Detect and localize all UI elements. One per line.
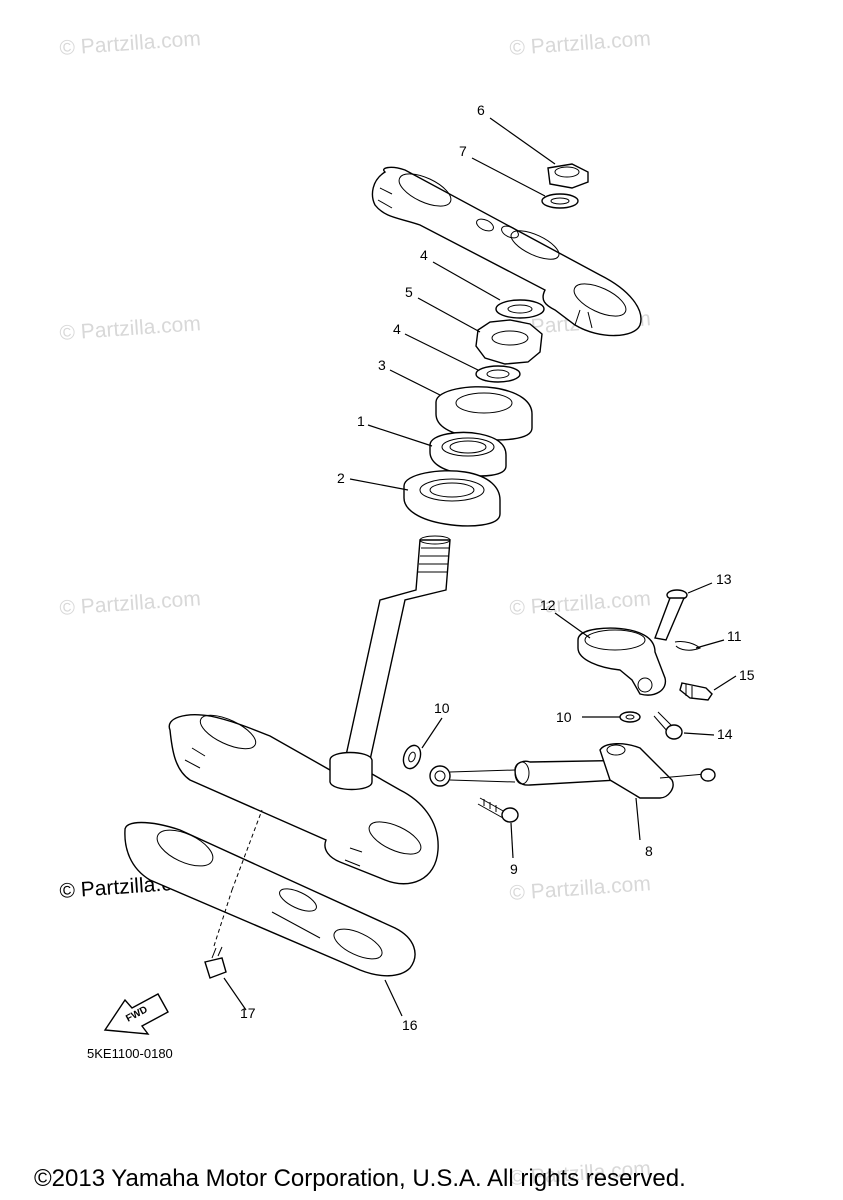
plate-16 <box>124 821 416 977</box>
callout-9: 9 <box>510 861 518 877</box>
callout-2: 2 <box>337 470 345 486</box>
bearing-1 <box>429 431 507 477</box>
callout-13: 13 <box>716 571 732 587</box>
bearing-2 <box>403 470 501 527</box>
callout-15: 15 <box>739 667 755 683</box>
washer-10-left <box>402 744 422 770</box>
callout-7: 7 <box>459 143 467 159</box>
callout-17: 17 <box>240 1005 256 1021</box>
watermark-text: © Partzilla.com <box>509 587 652 620</box>
pin-13 <box>654 589 688 641</box>
watermark-text: © Partzilla.com <box>59 587 202 620</box>
washer-4-lower <box>475 365 521 383</box>
washer-7 <box>541 193 579 209</box>
washer-4-upper <box>495 299 545 319</box>
under-bracket <box>168 714 439 885</box>
watermark-text: © Partzilla.com <box>509 27 652 60</box>
callout-12: 12 <box>540 597 556 613</box>
copyright-notice: ©2013 Yamaha Motor Corporation, U.S.A. A… <box>34 1165 686 1192</box>
bolt-17 <box>204 809 263 979</box>
callout-10-right: 10 <box>556 709 572 725</box>
washer-10-right <box>619 711 641 723</box>
clamp-12 <box>577 627 667 696</box>
bolt-14 <box>653 711 683 740</box>
callout-6: 6 <box>477 102 485 118</box>
cover-3 <box>435 386 533 441</box>
callout-5: 5 <box>405 284 413 300</box>
diagram-code: 5KE1100-0180 <box>87 1046 173 1061</box>
callout-1: 1 <box>357 413 365 429</box>
callout-4-upper: 4 <box>420 247 428 263</box>
callout-4-lower: 4 <box>393 321 401 337</box>
ring-nut-5 <box>475 319 543 365</box>
callout-11: 11 <box>727 628 742 644</box>
watermark-text: © Partzilla.com <box>59 312 202 345</box>
fwd-arrow-icon: FWD <box>103 993 169 1035</box>
callout-3: 3 <box>378 357 386 373</box>
callout-8: 8 <box>645 843 653 859</box>
nut-6 <box>547 163 589 189</box>
callout-labels: 6 7 4 5 4 3 1 2 8 9 10 10 11 12 13 14 15… <box>240 102 755 1033</box>
leader-lines <box>223 117 737 1017</box>
watermark-text: © Partzilla.com <box>59 27 202 60</box>
steering-damper-8 <box>429 743 716 799</box>
clip-11 <box>674 641 701 651</box>
bolt-15 <box>679 682 713 701</box>
steering-stem <box>344 535 451 761</box>
callout-10-left: 10 <box>434 700 450 716</box>
upper-bracket <box>371 166 642 337</box>
callout-14: 14 <box>717 726 733 742</box>
callout-16: 16 <box>402 1017 418 1033</box>
bolt-9 <box>477 797 519 823</box>
watermark-text: © Partzilla.com <box>509 872 652 905</box>
